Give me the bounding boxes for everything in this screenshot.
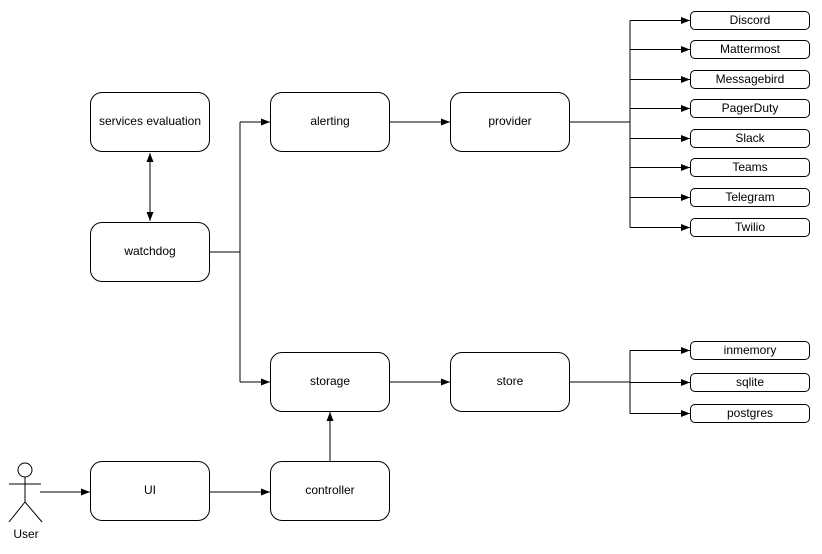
- node-services-evaluation: services evaluation: [90, 92, 210, 152]
- node-postgres: postgres: [690, 404, 810, 423]
- node-ui-label: UI: [144, 483, 156, 498]
- user-actor-label: User: [13, 527, 39, 541]
- node-teams-label: Teams: [732, 159, 768, 174]
- node-controller-label: controller: [305, 483, 355, 498]
- node-discord: Discord: [690, 11, 810, 30]
- edge-store-trunk: [570, 350, 631, 414]
- node-ui: UI: [90, 461, 210, 521]
- node-mattermost-label: Mattermost: [719, 41, 780, 56]
- node-provider: provider: [450, 92, 570, 152]
- node-alerting-label: alerting: [310, 114, 350, 129]
- node-messagebird-label: Messagebird: [715, 71, 785, 86]
- node-teams: Teams: [690, 158, 810, 177]
- node-services-evaluation-label: services evaluation: [98, 114, 202, 129]
- user-actor-icon: [8, 462, 43, 523]
- node-sqlite: sqlite: [690, 373, 810, 392]
- node-watchdog-label: watchdog: [124, 244, 176, 259]
- node-postgres-label: postgres: [726, 405, 774, 420]
- node-pagerduty: PagerDuty: [690, 99, 810, 118]
- node-inmemory-label: inmemory: [723, 342, 777, 357]
- node-inmemory: inmemory: [690, 341, 810, 360]
- node-messagebird: Messagebird: [690, 70, 810, 89]
- node-controller: controller: [270, 461, 390, 521]
- node-slack-label: Slack: [735, 130, 765, 145]
- node-telegram: Telegram: [690, 188, 810, 207]
- edge-watchdog-trunk: [210, 122, 241, 382]
- edge-provider-trunk: [570, 20, 631, 228]
- node-provider-label: provider: [488, 114, 532, 129]
- node-pagerduty-label: PagerDuty: [721, 100, 779, 115]
- node-storage-label: storage: [309, 374, 351, 389]
- node-storage: storage: [270, 352, 390, 412]
- node-alerting: alerting: [270, 92, 390, 152]
- node-store: store: [450, 352, 570, 412]
- node-watchdog: watchdog: [90, 222, 210, 282]
- node-sqlite-label: sqlite: [735, 374, 764, 389]
- node-discord-label: Discord: [729, 12, 771, 27]
- node-twilio: Twilio: [690, 218, 810, 237]
- node-mattermost: Mattermost: [690, 40, 810, 59]
- node-store-label: store: [496, 374, 524, 389]
- node-twilio-label: Twilio: [734, 219, 765, 234]
- node-telegram-label: Telegram: [725, 189, 775, 204]
- node-slack: Slack: [690, 129, 810, 148]
